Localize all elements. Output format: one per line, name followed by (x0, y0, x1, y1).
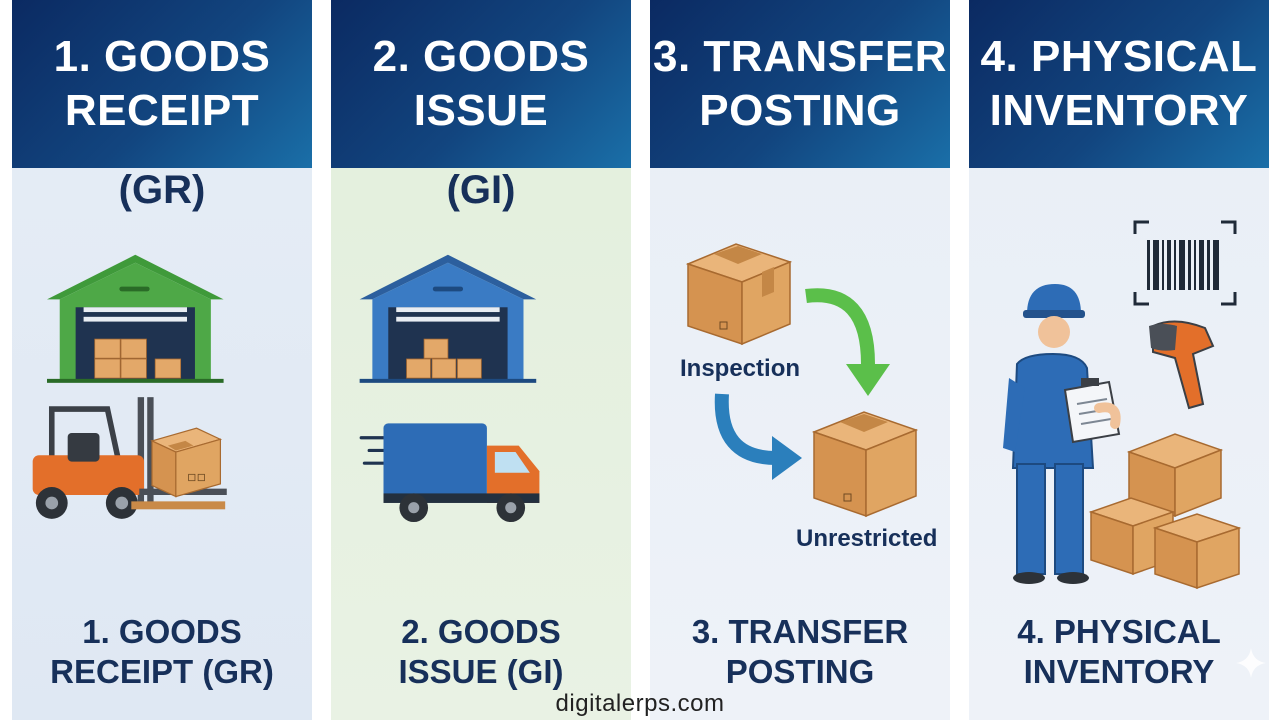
footer-line: 1. GOODS (82, 613, 242, 650)
header-line: 4. PHYSICAL (980, 32, 1258, 81)
panel-header: 1. GOODS RECEIPT (12, 0, 312, 168)
panel-header: 3. TRANSFER POSTING (650, 0, 950, 168)
footer-line: POSTING (725, 653, 875, 690)
unrestricted-label: Unrestricted (796, 525, 937, 552)
transfer-posting-illustration: Inspection Unrestricted (680, 243, 937, 552)
panel-goods-receipt: 1. GOODS RECEIPT (GR) (12, 0, 312, 720)
box-icon (150, 427, 223, 498)
barcode-icon (1133, 220, 1237, 306)
footer-line: 4. PHYSICAL (1017, 613, 1221, 650)
panel-goods-issue: 2. GOODS ISSUE (GI) (331, 0, 631, 720)
panel-footer-label: 2. GOODS ISSUE (GI) (331, 612, 631, 692)
clipboard-icon (1063, 378, 1121, 444)
header-line: ISSUE (413, 86, 549, 135)
goods-receipt-illustration (32, 254, 227, 519)
curved-arrow-icon (805, 288, 890, 396)
footer-line: 2. GOODS (401, 613, 561, 650)
panel-physical-inventory: 4. PHYSICAL INVENTORY (969, 0, 1269, 720)
header-line: 3. TRANSFER (653, 32, 947, 81)
header-abbreviation: (GI) (446, 168, 516, 212)
goods-issue-illustration (359, 254, 540, 523)
header-line: POSTING (699, 86, 901, 135)
footer-line: INVENTORY (1023, 653, 1215, 690)
footer-line: 3. TRANSFER (691, 613, 909, 650)
panel-footer-label: 4. PHYSICAL INVENTORY (969, 612, 1269, 692)
barcode-scanner-icon (1149, 320, 1215, 410)
header-line: 1. GOODS (53, 32, 271, 81)
panel-transfer-posting: 3. TRANSFER POSTING Inspection (650, 0, 950, 720)
panel-footer-label: 1. GOODS RECEIPT (GR) (12, 612, 312, 692)
header-line: RECEIPT (64, 86, 260, 135)
footer-line: ISSUE (GI) (398, 653, 564, 690)
header-line: INVENTORY (989, 86, 1249, 135)
sparkle-icon (1236, 648, 1266, 678)
header-abbreviation: (GR) (118, 168, 206, 212)
box-stack-icon (1088, 433, 1242, 590)
panel-footer-label: 3. TRANSFER POSTING (650, 612, 950, 692)
forklift-icon (32, 397, 227, 519)
physical-inventory-illustration (1003, 220, 1242, 590)
box-icon (811, 411, 919, 518)
box-icon (685, 243, 793, 346)
inspection-label: Inspection (680, 355, 800, 382)
warehouse-icon (359, 254, 537, 383)
site-watermark: digitalerps.com (555, 690, 725, 717)
worker-icon (1003, 284, 1095, 584)
warehouse-icon (47, 254, 224, 383)
header-line: 2. GOODS (372, 32, 590, 81)
curved-arrow-icon (714, 393, 802, 480)
delivery-truck-icon (359, 423, 540, 523)
panel-header: 2. GOODS ISSUE (331, 0, 631, 168)
footer-line: RECEIPT (GR) (50, 653, 274, 690)
panel-header: 4. PHYSICAL INVENTORY (969, 0, 1269, 168)
